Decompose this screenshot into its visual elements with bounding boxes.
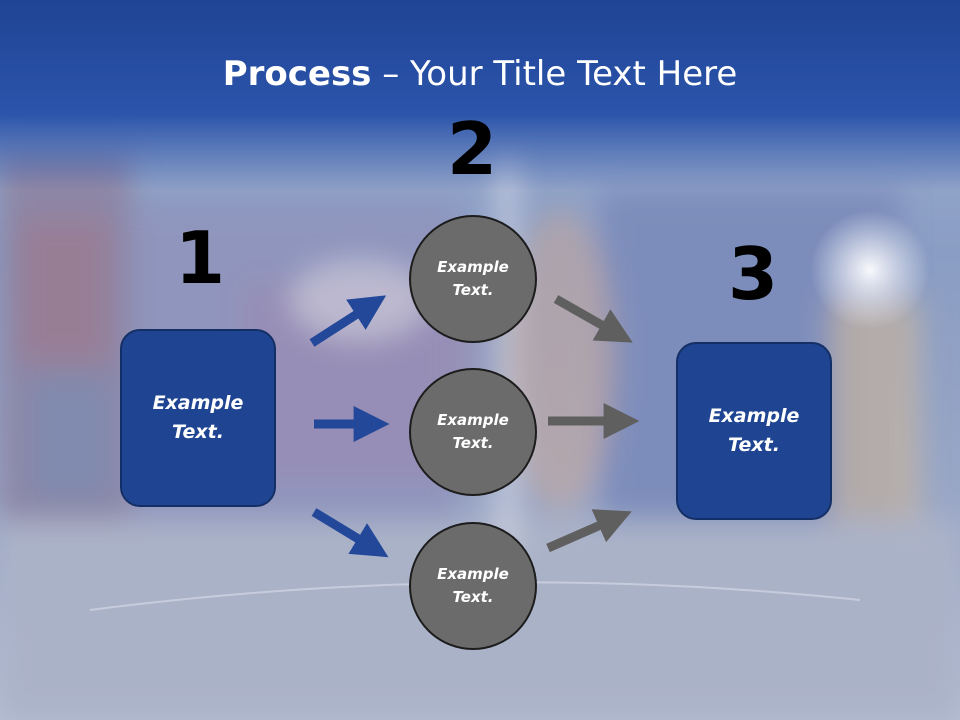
title-rest: – Your Title Text Here [371, 54, 738, 94]
circle-middle-text: Example Text. [437, 411, 509, 452]
right-box[interactable]: Example Text. [676, 342, 832, 520]
step-number-3[interactable]: 3 [727, 232, 779, 316]
circle-top[interactable]: Example Text. [409, 215, 537, 343]
title-bar [0, 0, 960, 190]
circle-bottom[interactable]: Example Text. [409, 522, 537, 650]
circle-middle[interactable]: Example Text. [409, 368, 537, 496]
step-number-1[interactable]: 1 [174, 216, 226, 300]
slide-title[interactable]: Process – Your Title Text Here [0, 52, 960, 96]
step-number-2[interactable]: 2 [446, 107, 498, 191]
circle-bottom-text: Example Text. [437, 565, 509, 606]
title-bold: Process [222, 54, 372, 94]
right-box-text: Example Text. [708, 405, 800, 456]
circle-top-text: Example Text. [437, 258, 509, 299]
left-box-text: Example Text. [152, 392, 244, 443]
left-box[interactable]: Example Text. [120, 329, 276, 507]
